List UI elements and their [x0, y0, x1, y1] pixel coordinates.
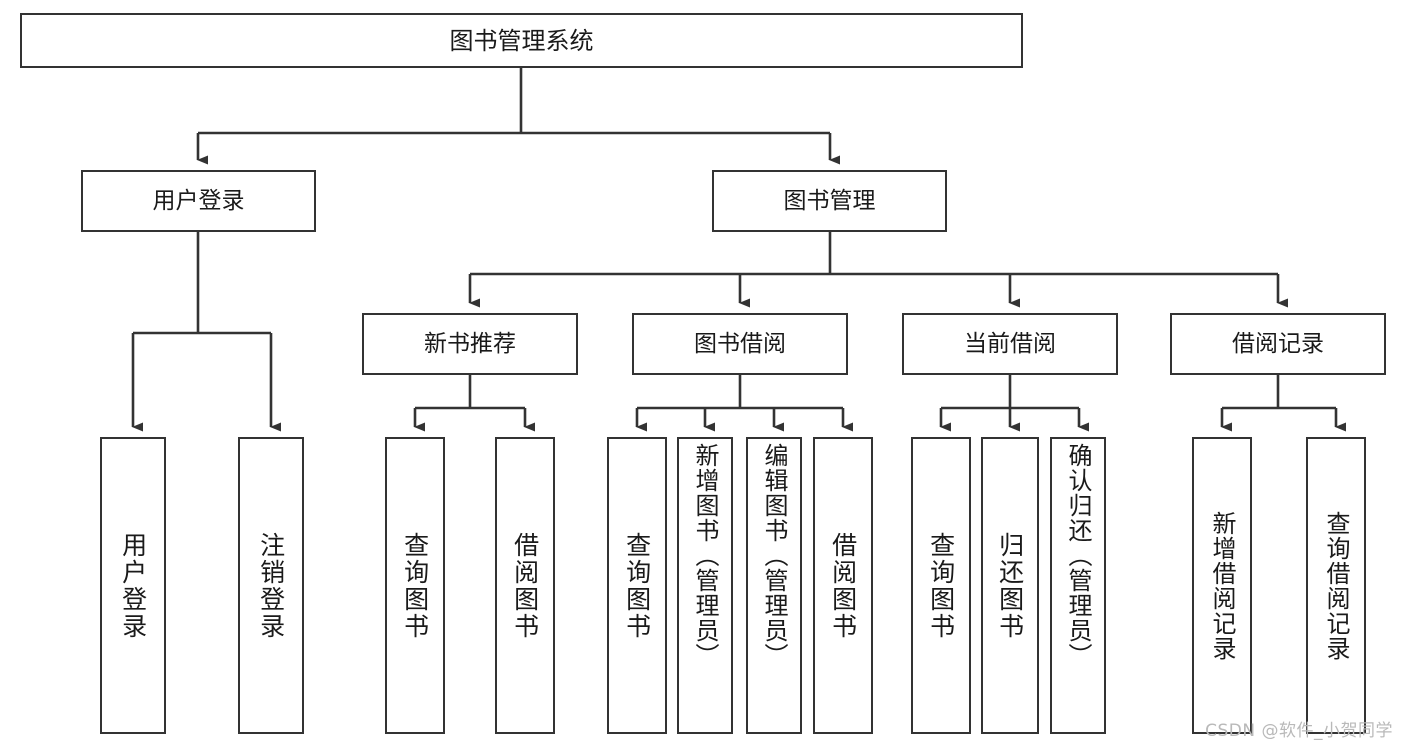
node-leaf-query-book-2-label: 查询图书	[622, 531, 652, 640]
node-root-label: 图书管理系统	[449, 26, 594, 55]
node-leaf-query-borrow-record[interactable]: 查询借阅记录	[1306, 437, 1366, 734]
node-leaf-add-borrow-record-label: 新增借阅记录	[1208, 510, 1236, 661]
node-borrow-record-label: 借阅记录	[1232, 330, 1324, 357]
node-current-borrow-label: 当前借阅	[964, 330, 1056, 357]
node-leaf-borrow-book-2[interactable]: 借阅图书	[813, 437, 873, 734]
node-leaf-logout-login-label: 注销登录	[256, 531, 286, 640]
node-leaf-confirm-return-admin-label: 确认归还（管理员）	[1064, 443, 1092, 668]
node-user-login-label: 用户登录	[152, 187, 245, 214]
node-book-manage-label: 图书管理	[783, 187, 876, 214]
node-leaf-borrow-book-1[interactable]: 借阅图书	[495, 437, 555, 734]
node-leaf-add-book-admin-label: 新增图书（管理员）	[691, 443, 719, 668]
node-book-manage[interactable]: 图书管理	[712, 170, 947, 232]
node-leaf-add-borrow-record[interactable]: 新增借阅记录	[1192, 437, 1252, 734]
node-leaf-confirm-return-admin[interactable]: 确认归还（管理员）	[1050, 437, 1106, 734]
node-borrow-record[interactable]: 借阅记录	[1170, 313, 1386, 375]
node-leaf-query-book-2[interactable]: 查询图书	[607, 437, 667, 734]
node-leaf-borrow-book-2-label: 借阅图书	[828, 531, 858, 640]
node-book-borrow[interactable]: 图书借阅	[632, 313, 848, 375]
node-leaf-add-book-admin[interactable]: 新增图书（管理员）	[677, 437, 733, 734]
node-leaf-edit-book-admin-label: 编辑图书（管理员）	[760, 443, 788, 668]
node-leaf-logout-login[interactable]: 注销登录	[238, 437, 304, 734]
node-leaf-return-book[interactable]: 归还图书	[981, 437, 1039, 734]
node-leaf-edit-book-admin[interactable]: 编辑图书（管理员）	[746, 437, 802, 734]
node-leaf-query-borrow-record-label: 查询借阅记录	[1322, 510, 1350, 661]
node-leaf-query-book-3-label: 查询图书	[926, 531, 956, 640]
node-leaf-query-book-1[interactable]: 查询图书	[385, 437, 445, 734]
node-root[interactable]: 图书管理系统	[20, 13, 1023, 68]
node-leaf-borrow-book-1-label: 借阅图书	[510, 531, 540, 640]
csdn-watermark: CSDN @软件_小贺同学	[1205, 721, 1393, 741]
node-leaf-return-book-label: 归还图书	[995, 531, 1025, 640]
node-new-book-recommend-label: 新书推荐	[424, 330, 516, 357]
node-leaf-user-login-label: 用户登录	[118, 531, 148, 640]
node-new-book-recommend[interactable]: 新书推荐	[362, 313, 578, 375]
node-user-login[interactable]: 用户登录	[81, 170, 316, 232]
node-book-borrow-label: 图书借阅	[694, 330, 786, 357]
node-leaf-query-book-3[interactable]: 查询图书	[911, 437, 971, 734]
node-leaf-query-book-1-label: 查询图书	[400, 531, 430, 640]
node-leaf-user-login[interactable]: 用户登录	[100, 437, 166, 734]
node-current-borrow[interactable]: 当前借阅	[902, 313, 1118, 375]
